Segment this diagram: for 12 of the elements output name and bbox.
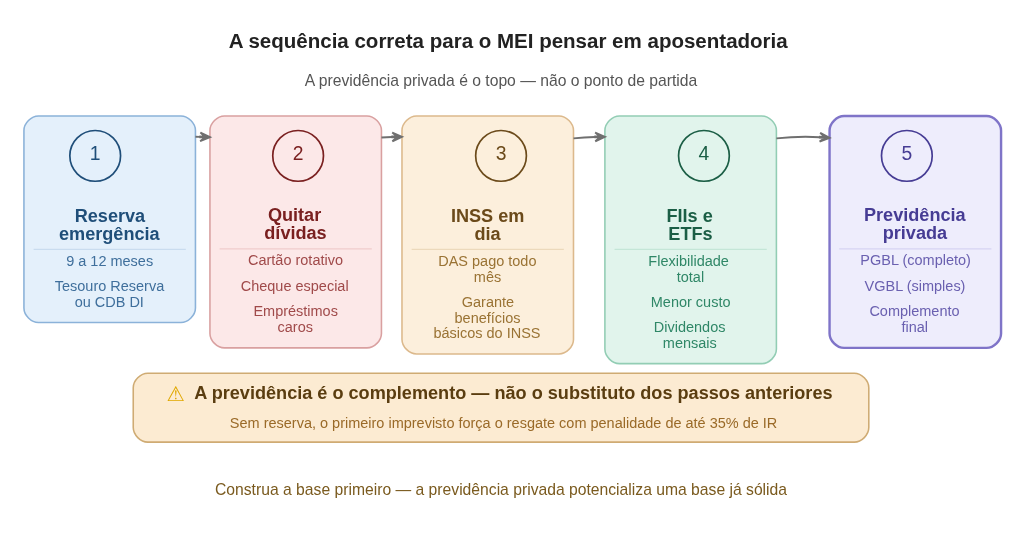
arrow xyxy=(774,131,830,143)
diagram-title: A sequência correta para o MEI pensar em aposentadoria xyxy=(228,28,788,52)
node-circle: 1 xyxy=(68,129,121,183)
node-box: ⚠ A previdência é o complemento — não o substituto dos passos anteriores Sem reserva, o primeiro imprevisto força o resgate com penalidade de até 35% de IR xyxy=(131,372,870,443)
node-circle: 2 xyxy=(271,129,324,183)
node-circle: 3 xyxy=(474,129,527,183)
label: A previdência privada é o topo — não o ponto de partida xyxy=(304,72,697,90)
node-circle: 4 xyxy=(677,129,730,183)
node-circle: 5 xyxy=(880,129,933,183)
arrow xyxy=(380,131,403,143)
caption: Construa a base primeiro — a previdência privada potencializa uma base já sólida xyxy=(214,480,787,498)
arrow xyxy=(572,131,606,143)
